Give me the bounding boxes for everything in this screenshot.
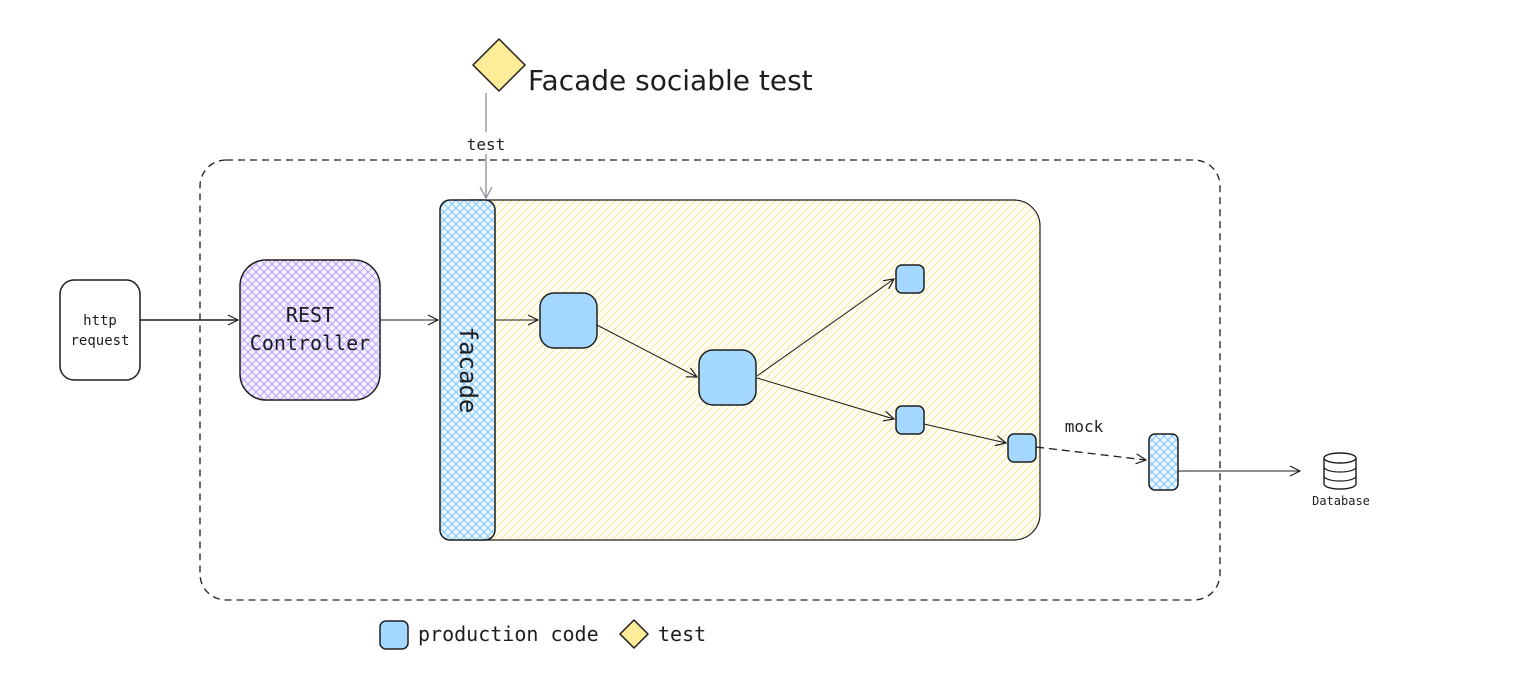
production-node-5 — [1007, 433, 1037, 463]
http-request-label-line1: http — [83, 313, 117, 329]
rest-controller-label-line2: Controller — [250, 331, 370, 355]
legend-test-diamond-icon — [619, 619, 649, 649]
arrow-node4-to-node5 — [923, 423, 1006, 443]
legend-test-label: test — [658, 622, 706, 646]
database-label: Database — [1312, 494, 1370, 508]
mock-arrow — [1035, 446, 1146, 460]
production-node-2 — [698, 349, 757, 406]
test-diamond-icon — [472, 38, 526, 92]
production-node-1 — [539, 292, 598, 349]
production-node-4 — [895, 405, 925, 435]
facade-label: facade — [454, 327, 482, 414]
http-request-box — [59, 279, 141, 381]
mock-component — [1148, 433, 1179, 491]
test-edge-label-bg — [464, 132, 508, 154]
arrow-node2-to-node4 — [756, 377, 894, 419]
mock-edge-label: mock — [1065, 417, 1104, 436]
legend-production-swatch — [379, 620, 409, 650]
facade-box — [439, 199, 496, 541]
http-request-label-line2: request — [70, 333, 129, 349]
database-icon — [1323, 452, 1357, 490]
arrow-node1-to-node2 — [596, 324, 697, 377]
rest-controller-label-line1: REST — [286, 303, 334, 327]
legend-production-label: production code — [418, 622, 599, 646]
system-boundary — [199, 159, 1221, 601]
production-node-3 — [895, 264, 925, 294]
rest-controller-box — [239, 259, 381, 401]
arrow-node2-to-node3 — [756, 279, 894, 377]
diagram-title: Facade sociable test — [528, 64, 813, 97]
test-edge-label: test — [467, 135, 506, 154]
